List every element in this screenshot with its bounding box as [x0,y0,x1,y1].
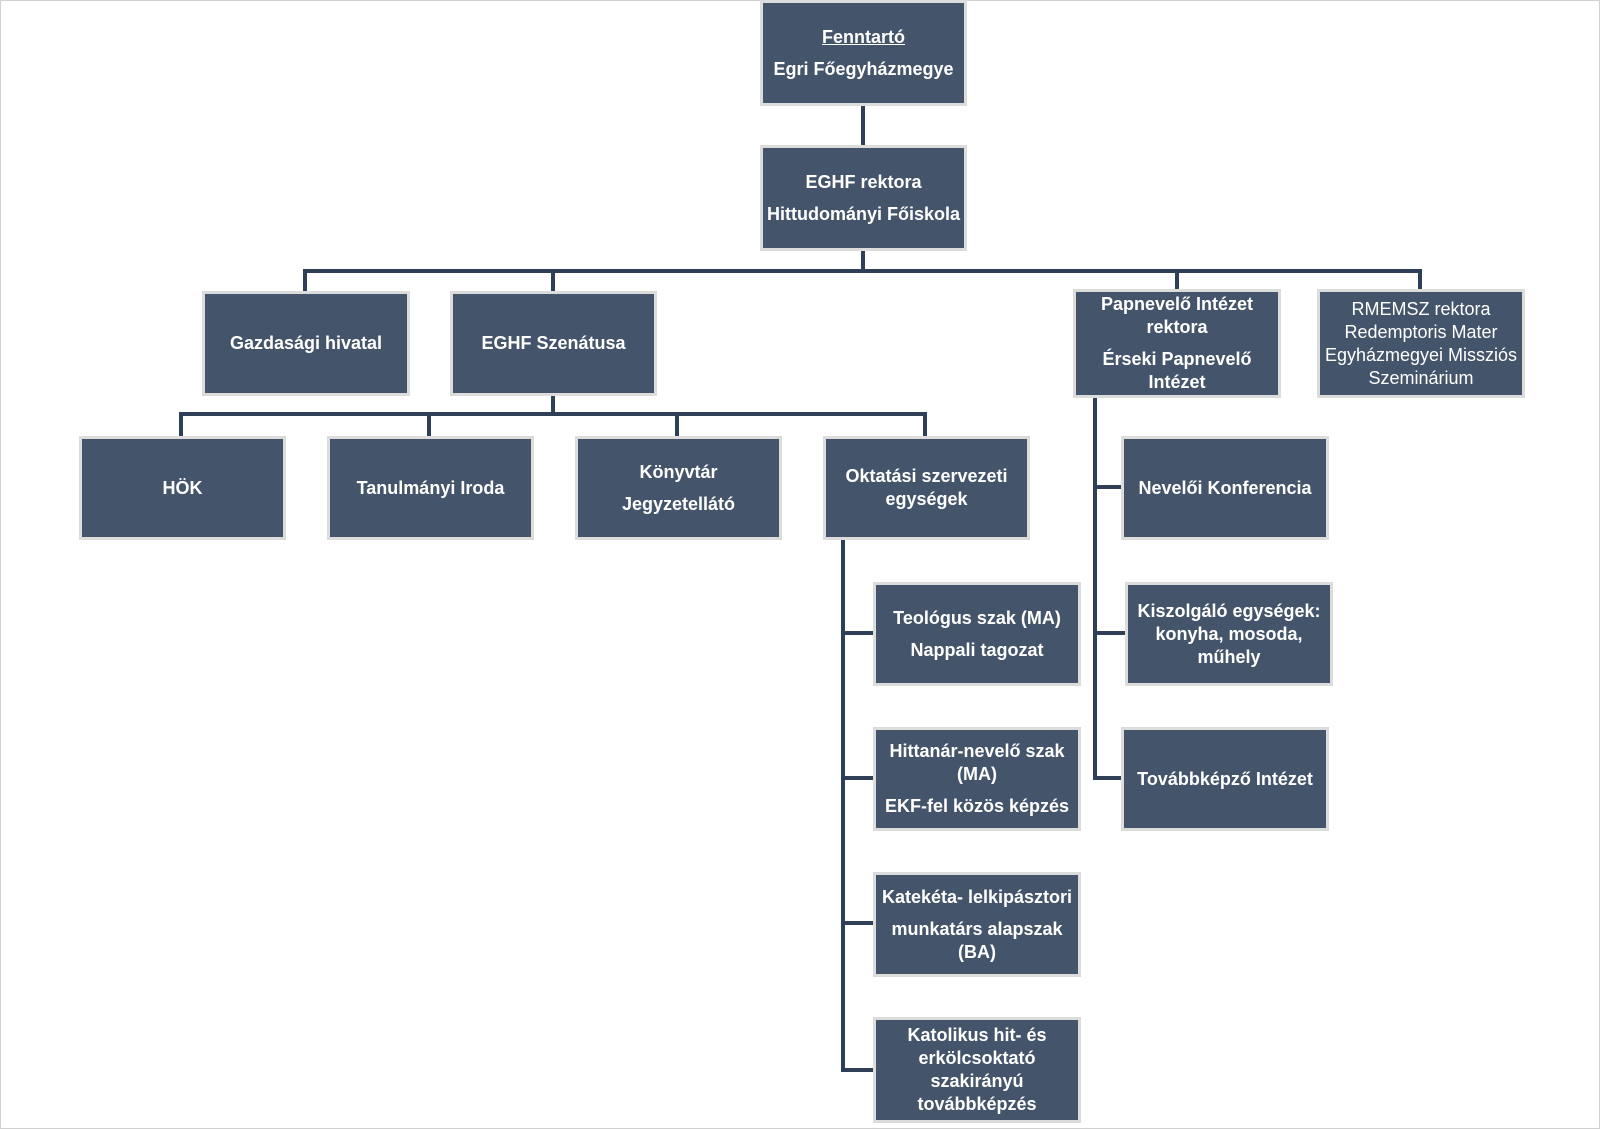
node-rmemsz-line1: RMEMSZ rektora [1351,298,1491,319]
node-katolikus-line2: erkölcsoktató [918,1048,1036,1068]
node-kiszolgalo-line2: konyha, mosoda, [1155,623,1303,644]
node-neveloi-line1: Nevelői Konferencia [1138,477,1312,498]
node-hittanar-line3: EKF-fel közös képzés [884,796,1070,816]
node-kateketa-line1: Katekéta- lelkipásztori [881,886,1073,907]
node-konyvtar: Könyvtár Jegyzetellátó [575,436,782,540]
node-papnevelo-line4: Intézet [1148,372,1206,392]
node-kiszolgalo-line3: műhely [1197,646,1261,667]
node-katolikus-line1: Katolikus hit- és [907,1025,1047,1045]
node-teologus: Teológus szak (MA) Nappali tagozat [873,582,1081,686]
node-oktatasi-line1: Oktatási szervezeti [845,466,1008,486]
node-gazdasagi-line1: Gazdasági hivatal [229,333,383,353]
node-oktatasi-line2: egységek [885,489,968,509]
node-kateketa: Katekéta- lelkipásztori munkatárs alapsz… [873,872,1081,977]
node-konyvtar-line1: Könyvtár [639,461,718,482]
node-teologus-line2: Nappali tagozat [910,639,1044,660]
node-konyvtar-line2: Jegyzetellátó [621,493,736,514]
node-hittanar-line2: (MA) [957,764,997,784]
node-rektor-line2: Hittudományi Főiskola [766,203,961,224]
node-teologus-line1: Teológus szak (MA) [893,607,1061,628]
node-katolikus: Katolikus hit- és erkölcsoktató szakirán… [873,1017,1081,1123]
node-kiszolgalo-line1: Kiszolgáló egységek: [1137,600,1321,621]
node-tovabbkepzo-line1: Továbbképző Intézet [1137,768,1313,789]
node-tanulmanyi: Tanulmányi Iroda [327,436,534,540]
node-hittanar: Hittanár-nevelő szak (MA) EKF-fel közös … [873,727,1081,831]
node-fenntarto-line2: Egri Főegyházmegye [773,58,954,79]
node-katolikus-line3: szakirányú [930,1071,1024,1091]
node-papnevelo-line3: Érseki Papnevelő [1102,349,1252,369]
node-tovabbkepzo: Továbbképző Intézet [1121,727,1329,831]
node-hittanar-line1: Hittanár-nevelő szak [889,741,1065,761]
node-hok-line1: HÖK [162,477,203,498]
node-hok: HÖK [79,436,286,540]
node-rmemsz: RMEMSZ rektora Redemptoris Mater Egyházm… [1317,289,1525,398]
node-gazdasagi: Gazdasági hivatal [202,291,410,396]
node-szenatus: EGHF Szenátusa [450,291,657,396]
node-fenntarto: Fenntartó Egri Főegyházmegye [760,0,967,106]
node-papnevelo: Papnevelő Intézet rektora Érseki Papneve… [1073,289,1281,398]
node-fenntarto-line1: Fenntartó [822,26,905,47]
node-rmemsz-line4: Szeminárium [1368,367,1474,388]
node-neveloi: Nevelői Konferencia [1121,436,1329,540]
node-oktatasi: Oktatási szervezeti egységek [823,436,1030,540]
node-kateketa-line2: munkatárs alapszak [891,918,1063,939]
node-katolikus-line4: továbbképzés [917,1094,1037,1114]
node-rmemsz-line2: Redemptoris Mater [1344,321,1498,342]
node-rektor: EGHF rektora Hittudományi Főiskola [760,145,967,251]
node-rektor-line1: EGHF rektora [805,171,922,192]
node-tanulmanyi-line1: Tanulmányi Iroda [356,477,505,498]
node-kiszolgalo: Kiszolgáló egységek: konyha, mosoda, műh… [1125,582,1333,686]
node-kateketa-line3: (BA) [958,941,996,962]
node-papnevelo-line2: rektora [1146,317,1208,337]
node-papnevelo-line1: Papnevelő Intézet [1100,294,1254,314]
node-szenatus-line1: EGHF Szenátusa [481,333,626,353]
node-rmemsz-line3: Egyházmegyei Missziós [1324,344,1518,365]
